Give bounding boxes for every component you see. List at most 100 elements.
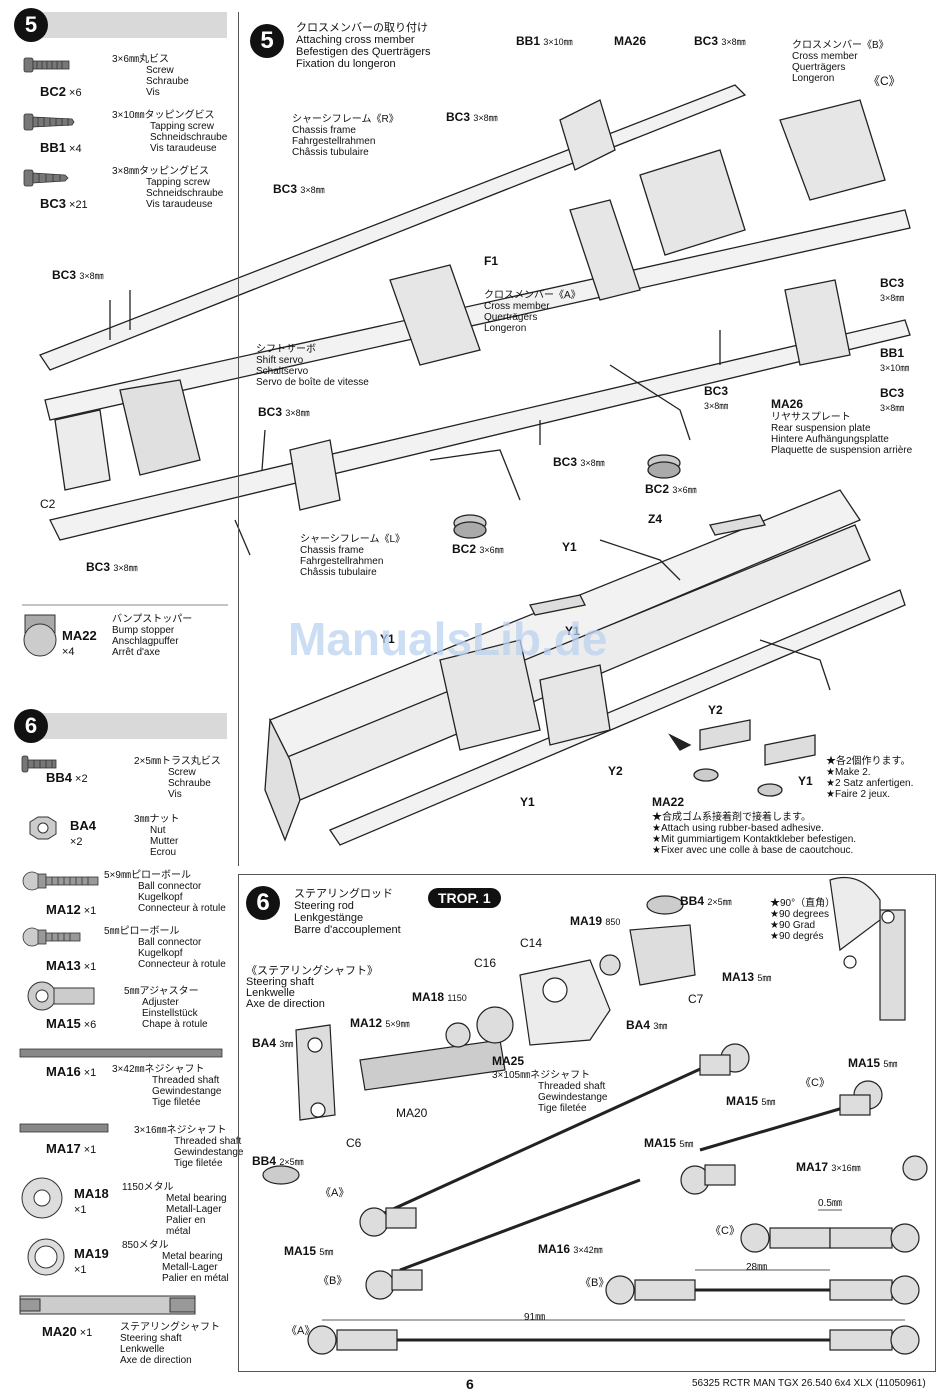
part-qty: ×1 <box>83 1144 97 1156</box>
part-name-en: Metal bearing <box>166 1193 227 1204</box>
label-y1-a: Y1 <box>562 540 577 554</box>
part-name-fr: Palier en métal <box>166 1215 206 1237</box>
part-code: MA22 <box>62 628 97 643</box>
part-ma22: MA22×4 バンプストッパー Bump stopper Anschlagpuf… <box>22 614 232 674</box>
part-name-jp: 3×6㎜丸ビス <box>112 54 169 65</box>
part-name-de: Einstellstück <box>142 1008 198 1019</box>
part-code: BC3 <box>40 196 67 211</box>
part-qty: ×1 <box>74 1204 87 1216</box>
chassis-drawing <box>39 84 911 556</box>
title-en: Steering rod <box>294 900 354 912</box>
part-name-de: Anschlagpuffer <box>112 636 179 647</box>
screw-bb1-icon <box>23 113 75 131</box>
part-ma12: MA12×1 5×9㎜ピローボール Ball connector Kugelko… <box>22 870 232 930</box>
step5-badge: 5 <box>14 8 48 42</box>
title-fr: Fixation du longeron <box>296 58 396 70</box>
part-name-fr: Tige filetée <box>152 1097 201 1108</box>
title-fr: Barre d'accouplement <box>294 924 401 936</box>
step6-title: ステアリングロッド Steering rod Lenkgestänge Barr… <box>294 888 401 936</box>
part-code: MA13 <box>46 958 81 973</box>
part-name-de: Schraube <box>146 76 189 87</box>
part-name-en: Screw <box>146 65 174 76</box>
label-y1-d: Y1 <box>520 795 535 809</box>
label-bc2-a: BC2 3×6㎜ <box>452 542 504 556</box>
label-c-top: 《C》 <box>868 74 901 88</box>
part-qty: ×6 <box>83 1019 97 1031</box>
label-bc3-top: BC3 3×8㎜ <box>694 34 746 48</box>
part-name-de: Metall-Lager <box>162 1262 218 1273</box>
adjuster-ma15-icon <box>27 981 95 1011</box>
step6-parts-header: 6 <box>14 709 227 743</box>
bump-stopper-icon <box>23 614 57 657</box>
note-90-degrees: ★90°（直角）★90 degrees★90 Grad★90 degrés <box>770 898 836 942</box>
part-code: MA20 <box>42 1324 77 1339</box>
label-bb4-b: BB4 2×5㎜ <box>252 1154 304 1168</box>
part-name-de: Kugelkopf <box>138 892 183 903</box>
label-ba4-b: BA4 3㎜ <box>252 1036 294 1050</box>
part-name-en: Nut <box>150 825 166 836</box>
part-code: BB4 <box>46 770 73 785</box>
label-c-b: 《C》 <box>710 1225 740 1237</box>
part-bb4: BB4×2 2×5㎜トラス丸ビス Screw Schraube Vis <box>22 756 232 816</box>
label-bb1-top: BB1 3×10㎜ <box>516 34 573 48</box>
part-ba4: BA4×2 3㎜ナット Nut Mutter Ecrou <box>22 814 232 874</box>
label-f1: F1 <box>484 254 499 268</box>
label-b-a: 《B》 <box>318 1275 348 1287</box>
part-name-en: Tapping screw <box>146 177 210 188</box>
part-name-jp: 2×5㎜トラス丸ビス <box>134 756 221 767</box>
nut-ba4-icon <box>29 816 57 840</box>
label-y1-b: Y1 <box>565 624 580 638</box>
note-make-2: ★各2個作ります。★Make 2.★2 Satz anfertigen.★Fai… <box>826 756 914 800</box>
part-code: BC2 <box>40 84 67 99</box>
note-adhesive: ★合成ゴム系接着剤で接着します。★Attach using rubber-bas… <box>652 812 857 856</box>
part-name-en: Bump stopper <box>112 625 175 636</box>
watermark: ManualsLib.de <box>288 613 608 665</box>
label-ma26-r: MA26 <box>771 397 804 411</box>
footer-code: 56325 RCTR MAN TGX 26.540 6x4 XLX (11050… <box>692 1378 926 1389</box>
part-qty: ×4 <box>62 646 75 658</box>
part-name-fr: Vis taraudeuse <box>150 143 217 154</box>
label-c7: C7 <box>688 992 704 1006</box>
part-ma17: MA17×1 3×16㎜ネジシャフト Threaded shaft Gewind… <box>22 1125 244 1185</box>
part-name-en: Steering shaft <box>120 1333 182 1344</box>
part-name-jp: 5×9㎜ピローボール <box>104 870 191 881</box>
screw-bb4-icon <box>21 755 57 773</box>
part-qty: ×1 <box>83 961 97 973</box>
label-ma15-b: MA15 5㎜ <box>848 1056 898 1070</box>
part-code: MA15 <box>46 1016 81 1031</box>
part-name-en: Screw <box>168 767 196 778</box>
part-name-de: Mutter <box>150 836 179 847</box>
label-bc3-a: BC3 3×8㎜ <box>446 110 498 124</box>
part-name-jp: 3×10㎜タッピングビス <box>112 110 215 121</box>
part-name-en: Threaded shaft <box>152 1075 220 1086</box>
label-y1-c: Y1 <box>380 632 395 646</box>
label-z4: Z4 <box>648 512 663 526</box>
step5-panel-badge: 5 <box>250 24 284 58</box>
part-qty: ×1 <box>83 905 97 917</box>
dim-0-5mm: 0.5㎜ <box>818 1198 842 1209</box>
label-c2: C2 <box>40 497 56 511</box>
lower-chassis-drawing <box>264 454 906 846</box>
screw-bc3-icon <box>23 169 69 187</box>
part-name-de: Gewindestange <box>152 1086 222 1097</box>
part-name-jp: 5㎜アジャスター <box>124 986 199 997</box>
dim-28mm: 28㎜ <box>746 1262 768 1273</box>
label-y1-e: Y1 <box>798 774 813 788</box>
part-name-de: Schneidschraube <box>150 132 228 143</box>
part-qty: ×1 <box>83 1067 97 1079</box>
label-ma13: MA13 5㎜ <box>722 970 772 984</box>
part-qty: ×2 <box>70 836 83 848</box>
threaded-shaft-ma17-icon <box>19 1123 109 1133</box>
title-de: Lenkgestänge <box>294 912 364 924</box>
label-a-a: 《A》 <box>320 1187 350 1199</box>
label-ma25: MA25 <box>492 1054 525 1068</box>
label-ma16: MA16 3×42㎜ <box>538 1242 603 1256</box>
label-y2-b: Y2 <box>708 703 723 717</box>
part-name-fr: Vis <box>168 789 182 800</box>
